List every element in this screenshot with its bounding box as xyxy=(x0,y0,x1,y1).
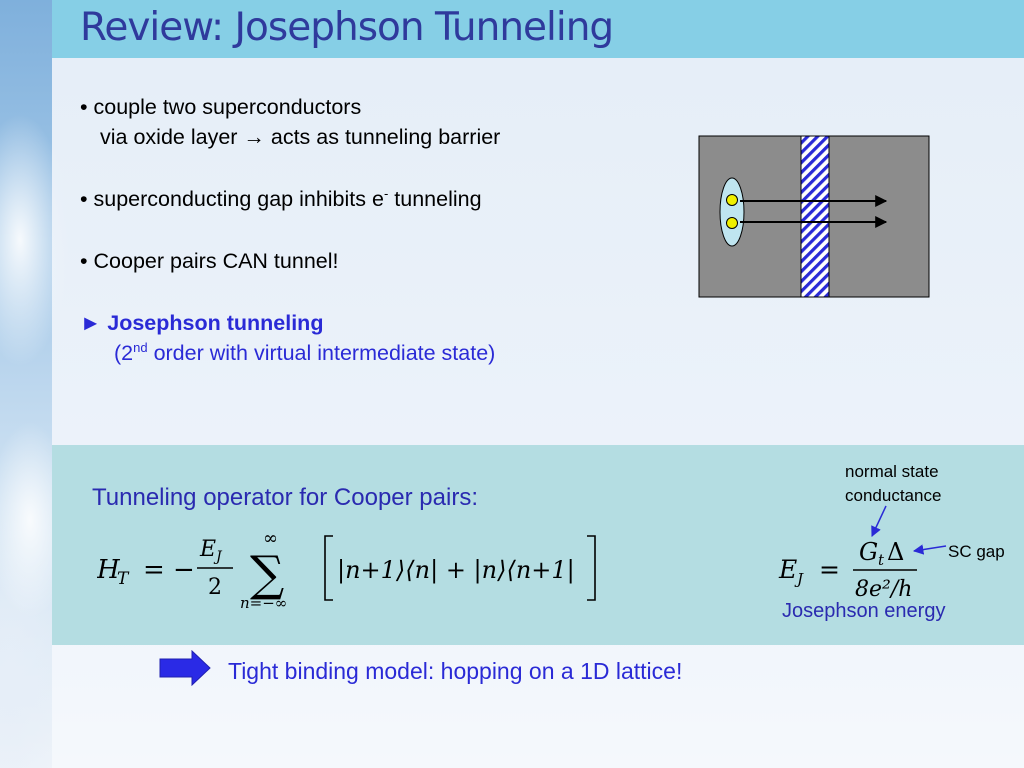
ej-numerator: E xyxy=(199,537,216,562)
normal-state-label-line-1: normal state xyxy=(845,462,939,481)
electron-1 xyxy=(726,194,738,206)
ej-numerator-sub: J xyxy=(213,549,223,565)
order-prefix: (2 xyxy=(114,341,134,365)
title-bar xyxy=(52,0,1024,58)
sum-symbol: ∑ xyxy=(250,546,284,602)
tunneling-hamiltonian-equation: H T = − E J 2 ∞ ∑ n=−∞ |n+1⟩⟨n| + |n⟩⟨n+… xyxy=(97,528,596,612)
tight-binding-statement: Tight binding model: hopping on a 1D lat… xyxy=(228,658,683,684)
electron-2 xyxy=(726,217,738,229)
fraction-denominator: 2 xyxy=(208,575,222,600)
ht-subscript: T xyxy=(117,569,130,589)
ket-bra-sum: |n+1⟩⟨n| + |n⟩⟨n+1| xyxy=(337,556,575,585)
bullet-3: • Cooper pairs CAN tunnel! xyxy=(80,249,339,273)
bullet-list: • couple two superconductors via oxide l… xyxy=(80,92,500,368)
ej-symbol: E xyxy=(778,555,797,584)
delta-symbol: Δ xyxy=(887,538,904,566)
ht-equals: = xyxy=(143,555,165,585)
ej-denominator: 8e²/h xyxy=(855,577,912,602)
cooper-pair xyxy=(719,177,745,247)
block-right-arrow-icon xyxy=(159,650,211,686)
sum-upper-limit: ∞ xyxy=(263,528,278,549)
ht-symbol: H xyxy=(97,555,121,585)
tunneling-operator-panel xyxy=(52,445,1024,645)
josephson-energy-label: Josephson energy xyxy=(782,600,946,622)
tunneling-operator-label: Tunneling operator for Cooper pairs: xyxy=(92,484,478,511)
electron-superscript: - xyxy=(383,186,389,201)
slide-title: Review: Josephson Tunneling xyxy=(80,5,614,50)
bullet-2-text: • superconducting gap inhibits e xyxy=(80,187,384,211)
bullet-1-line-2: via oxide layer → acts as tunneling barr… xyxy=(100,125,501,149)
order-superscript: nd xyxy=(133,340,148,355)
sum-lower-limit: n=−∞ xyxy=(240,594,287,612)
josephson-junction-diagram xyxy=(698,135,930,298)
oxide-barrier xyxy=(800,135,830,298)
gt-symbol: G xyxy=(859,538,878,566)
ht-minus: − xyxy=(173,555,195,585)
josephson-energy-equation: E J = G t Δ 8e²/h xyxy=(778,538,917,602)
josephson-tunneling-sub: (2nd order with virtual intermediate sta… xyxy=(80,338,500,368)
normal-state-label-line-2: conductance xyxy=(845,486,942,505)
josephson-tunneling-heading: ► Josephson tunneling xyxy=(80,311,324,335)
ej-subscript: J xyxy=(794,570,804,588)
order-text: order with virtual intermediate state) xyxy=(147,341,496,365)
bullet-2: • superconducting gap inhibits e- tunnel… xyxy=(80,184,500,214)
ej-equals: = xyxy=(819,555,840,584)
gt-subscript: t xyxy=(878,551,885,569)
bullet-2-tail: tunneling xyxy=(388,187,482,211)
sc-gap-label: SC gap xyxy=(948,542,1005,561)
bullet-1-line-1: • couple two superconductors xyxy=(80,95,362,119)
superconductor-left xyxy=(698,135,802,298)
superconductor-right xyxy=(828,135,930,298)
